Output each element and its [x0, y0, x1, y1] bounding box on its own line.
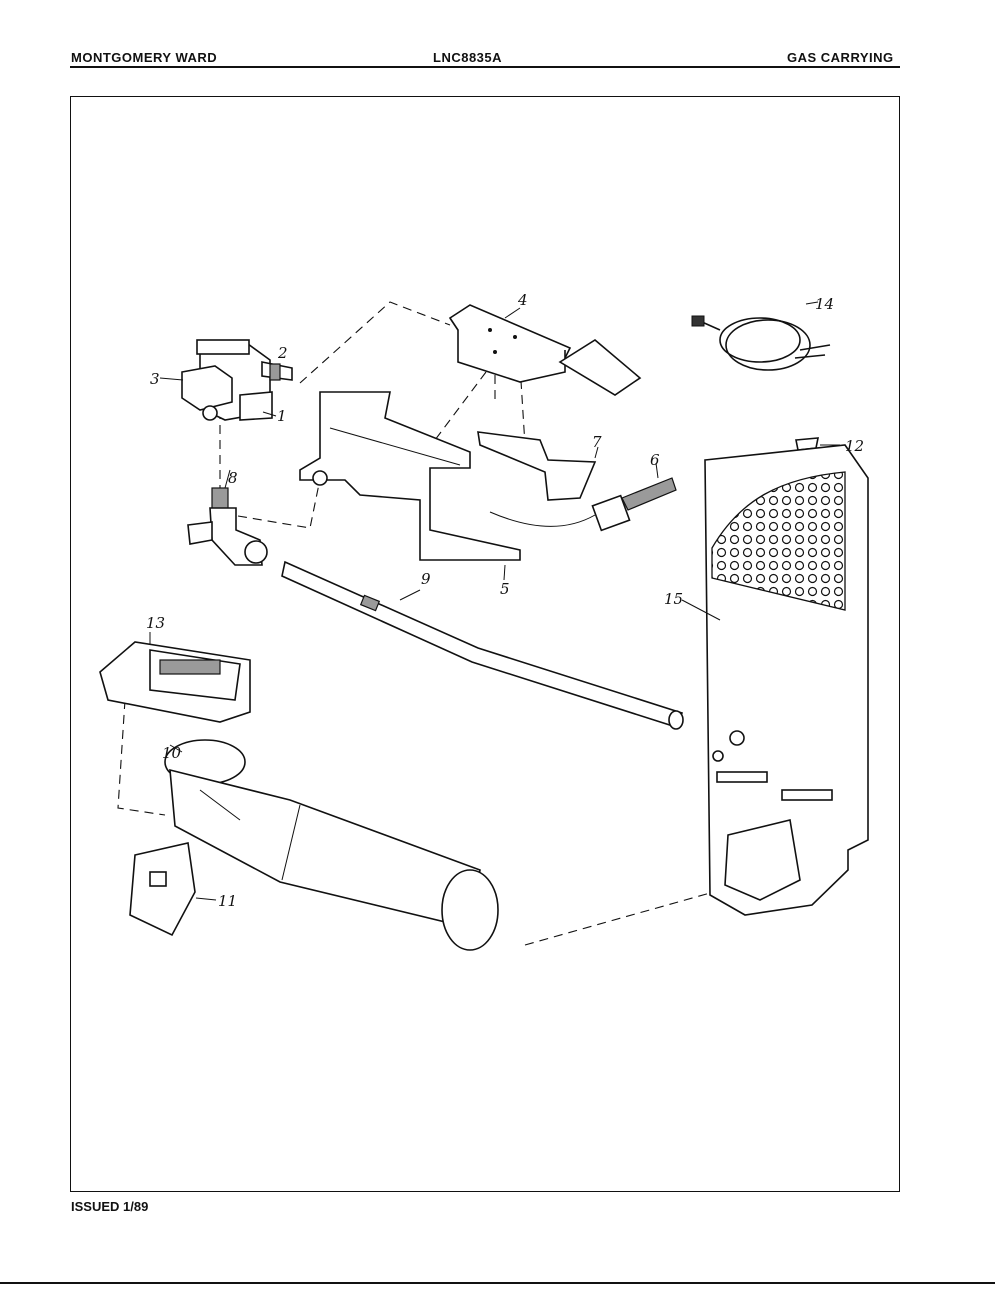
callout-14: 14	[815, 295, 834, 313]
callout-9: 9	[421, 570, 431, 588]
issued-date: ISSUED 1/89	[71, 1199, 149, 1214]
header-rule	[70, 66, 900, 68]
header-section: GAS CARRYING	[787, 50, 894, 65]
callout-10: 10	[162, 744, 182, 762]
header-brand: MONTGOMERY WARD	[71, 50, 218, 65]
pipe-elbow-part	[187, 469, 268, 566]
header-model: LNC8835A	[433, 50, 503, 65]
combustion-tube-part	[164, 739, 499, 951]
burner-housing-part	[448, 304, 642, 396]
callout-8: 8	[228, 469, 238, 487]
gas-valve-part	[159, 339, 293, 421]
callout-6: 6	[650, 451, 660, 469]
callout-2: 2	[277, 344, 288, 362]
callout-3: 3	[150, 370, 160, 388]
callout-labels: 2 3 1 4 8 5 7 6 9 13 10 11 14 12 15	[146, 291, 864, 910]
rear-panel-part	[681, 444, 869, 916]
callout-4: 4	[517, 291, 528, 309]
bracket-stand-part	[129, 842, 217, 937]
gas-pipe-part	[281, 560, 684, 730]
callout-13: 13	[146, 614, 165, 632]
bottom-rule	[0, 1282, 995, 1284]
callout-15: 15	[664, 590, 683, 608]
control-housing-part	[99, 632, 251, 723]
igniter-part	[489, 462, 677, 532]
mounting-bracket-part	[299, 391, 521, 581]
callout-1: 1	[277, 407, 287, 425]
small-bracket-part	[477, 431, 599, 501]
callout-11: 11	[218, 892, 237, 910]
callout-5: 5	[500, 580, 510, 598]
diagram-frame	[70, 96, 900, 1192]
callout-7: 7	[592, 433, 602, 451]
callout-12: 12	[845, 437, 864, 455]
power-cord-part	[691, 301, 831, 371]
